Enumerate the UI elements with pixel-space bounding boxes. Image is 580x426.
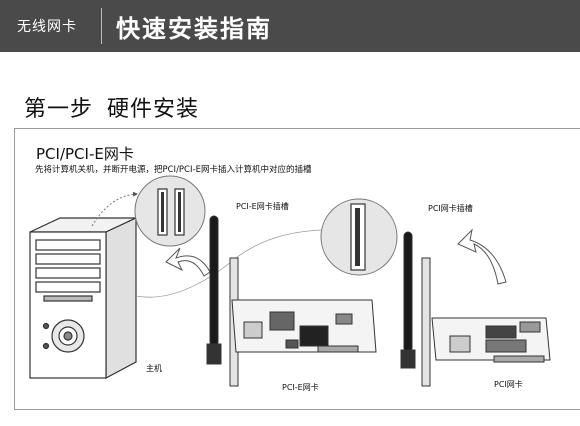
pci-card-illustration: [400, 231, 551, 387]
pci-slot-label: PCI网卡插槽: [428, 204, 473, 213]
insert-arrow-pci: [457, 228, 507, 285]
computer-label: 主机: [146, 364, 162, 373]
step-heading: 第一步硬件安装: [24, 91, 199, 123]
pcie-card-illustration: [206, 215, 377, 387]
header-bar: 无线网卡 快速安装指南: [0, 0, 580, 52]
zoom-arrow: [91, 191, 138, 227]
computer-tower: [29, 217, 137, 379]
guide-title: 快速安装指南: [116, 15, 272, 43]
panel-description: 先将计算机关机，并断开电源，把PCI/PCI-E网卡插入计算机中对应的插槽: [35, 165, 312, 175]
insert-arrow-pcie: [165, 247, 211, 277]
pcie-card-label: PCI-E网卡: [282, 383, 319, 392]
pcie-slot-zoom: [134, 175, 206, 247]
product-name: 无线网卡: [17, 19, 77, 35]
panel-title: PCI/PCI-E网卡: [36, 145, 134, 163]
pci-card-label: PCI网卡: [494, 380, 523, 389]
header-divider: [101, 8, 102, 44]
pcie-slot-label: PCI-E网卡插槽: [236, 202, 289, 211]
step-label: 第一步: [24, 97, 94, 122]
step-title: 硬件安装: [107, 97, 200, 122]
pci-slot-zoom: [320, 198, 398, 276]
